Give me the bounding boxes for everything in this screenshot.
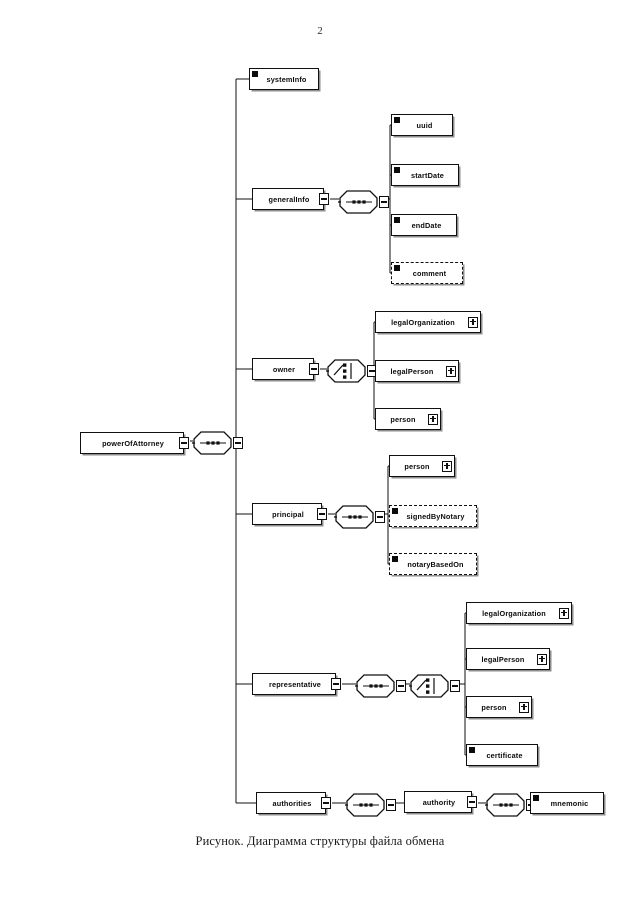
schema-node-label: signedByNotary bbox=[406, 511, 465, 521]
schema-node-label: mnemonic bbox=[550, 798, 589, 808]
schema-node-label: person bbox=[404, 461, 430, 471]
schema-node-principal[interactable]: principal bbox=[252, 503, 327, 525]
schema-node-authority[interactable]: authority bbox=[404, 791, 477, 813]
compositor-choice-representative-choice[interactable] bbox=[409, 673, 460, 699]
schema-node-legalperson-rep[interactable]: legalPerson bbox=[466, 648, 550, 670]
choice-icon bbox=[326, 359, 366, 383]
compositor-sequence-principal-sequence[interactable] bbox=[334, 504, 385, 530]
schema-node-systeminfo[interactable]: systemInfo bbox=[249, 68, 319, 90]
sequence-icon bbox=[345, 793, 385, 817]
schema-node-label: systemInfo bbox=[266, 74, 307, 84]
collapse-minus-icon[interactable] bbox=[321, 797, 331, 809]
expand-plus-icon[interactable] bbox=[537, 653, 547, 665]
schema-node-signedbynotary[interactable]: signedByNotary bbox=[389, 505, 477, 527]
schema-node-label: person bbox=[481, 702, 507, 712]
schema-node-representative[interactable]: representative bbox=[252, 673, 341, 695]
schema-node-label: endDate bbox=[411, 220, 442, 230]
expand-plus-icon[interactable] bbox=[428, 413, 438, 425]
collapse-minus-icon[interactable] bbox=[233, 437, 243, 449]
schema-node-person-owner[interactable]: person bbox=[375, 408, 441, 430]
element-marker-icon bbox=[252, 70, 258, 77]
compositor-sequence-representative-sequence[interactable] bbox=[355, 673, 406, 699]
collapse-minus-icon[interactable] bbox=[379, 196, 389, 208]
sequence-icon bbox=[334, 505, 374, 529]
schema-node-undefined[interactable]: powerOfAttorney bbox=[80, 432, 189, 454]
schema-node-label: owner bbox=[272, 364, 296, 374]
collapse-minus-icon[interactable] bbox=[309, 363, 319, 375]
schema-node-generalinfo[interactable]: generalInfo bbox=[252, 188, 329, 210]
compositor-sequence-authority-sequence[interactable] bbox=[485, 792, 536, 818]
collapse-minus-icon[interactable] bbox=[450, 680, 460, 692]
schema-node-owner[interactable]: owner bbox=[252, 358, 319, 380]
schema-node-notarybasedon[interactable]: notaryBasedOn bbox=[389, 553, 477, 575]
schema-node-person-principal[interactable]: person bbox=[389, 455, 455, 477]
sequence-icon bbox=[485, 793, 525, 817]
element-marker-icon bbox=[392, 507, 398, 514]
compositor-sequence-root-sequence[interactable] bbox=[192, 430, 243, 456]
figure-caption: Рисунок. Диаграмма структуры файла обмен… bbox=[195, 834, 445, 848]
choice-icon bbox=[409, 674, 449, 698]
sequence-icon bbox=[192, 431, 232, 455]
element-marker-icon bbox=[392, 555, 398, 562]
schema-node-comment[interactable]: comment bbox=[391, 262, 463, 284]
schema-node-certificate[interactable]: certificate bbox=[466, 744, 538, 766]
schema-node-label: uuid bbox=[416, 120, 433, 130]
schema-node-legalorganization-owner[interactable]: legalOrganization bbox=[375, 311, 481, 333]
schema-node-enddate[interactable]: endDate bbox=[391, 214, 457, 236]
page-number: 2 bbox=[317, 25, 323, 37]
schema-node-uuid[interactable]: uuid bbox=[391, 114, 453, 136]
sequence-icon bbox=[355, 674, 395, 698]
schema-node-label: powerOfAttorney bbox=[102, 438, 164, 448]
collapse-minus-icon[interactable] bbox=[396, 680, 406, 692]
schema-node-label: authorities bbox=[272, 798, 312, 808]
expand-plus-icon[interactable] bbox=[559, 607, 569, 619]
element-marker-icon bbox=[533, 794, 539, 801]
schema-node-mnemonic[interactable]: mnemonic bbox=[530, 792, 604, 814]
expand-plus-icon[interactable] bbox=[446, 365, 456, 377]
expand-plus-icon[interactable] bbox=[519, 701, 529, 713]
expand-plus-icon[interactable] bbox=[468, 316, 478, 328]
element-marker-icon bbox=[469, 746, 475, 753]
element-marker-icon bbox=[394, 166, 400, 173]
element-marker-icon bbox=[394, 216, 400, 223]
schema-node-label: startDate bbox=[411, 170, 444, 180]
collapse-minus-icon[interactable] bbox=[317, 508, 327, 520]
schema-node-startdate[interactable]: startDate bbox=[391, 164, 459, 186]
schema-node-label: comment bbox=[412, 268, 447, 278]
sequence-icon bbox=[338, 190, 378, 214]
collapse-minus-icon[interactable] bbox=[179, 437, 189, 449]
schema-node-legalorganization-rep[interactable]: legalOrganization bbox=[466, 602, 572, 624]
schema-node-authorities[interactable]: authorities bbox=[256, 792, 331, 814]
collapse-minus-icon[interactable] bbox=[467, 796, 477, 808]
compositor-choice-owner-choice[interactable] bbox=[326, 358, 377, 384]
collapse-minus-icon[interactable] bbox=[386, 799, 396, 811]
schema-node-legalperson-owner[interactable]: legalPerson bbox=[375, 360, 459, 382]
compositor-sequence-generalinfo-sequence[interactable] bbox=[338, 189, 389, 215]
collapse-minus-icon[interactable] bbox=[319, 193, 329, 205]
schema-node-person-rep[interactable]: person bbox=[466, 696, 532, 718]
element-marker-icon bbox=[394, 116, 400, 123]
schema-node-label: person bbox=[390, 414, 416, 424]
schema-node-label: legalPerson bbox=[390, 366, 434, 376]
schema-node-label: notaryBasedOn bbox=[407, 559, 464, 569]
schema-node-label: generalInfo bbox=[268, 194, 310, 204]
schema-node-label: certificate bbox=[486, 750, 523, 760]
element-marker-icon bbox=[394, 264, 400, 271]
compositor-sequence-authorities-sequence[interactable] bbox=[345, 792, 396, 818]
expand-plus-icon[interactable] bbox=[442, 460, 452, 472]
schema-node-label: legalPerson bbox=[481, 654, 525, 664]
collapse-minus-icon[interactable] bbox=[331, 678, 341, 690]
schema-node-label: legalOrganization bbox=[482, 608, 546, 618]
collapse-minus-icon[interactable] bbox=[375, 511, 385, 523]
schema-node-label: principal bbox=[272, 509, 304, 519]
schema-node-label: authority bbox=[422, 797, 456, 807]
schema-node-label: representative bbox=[269, 679, 321, 689]
schema-node-label: legalOrganization bbox=[391, 317, 455, 327]
